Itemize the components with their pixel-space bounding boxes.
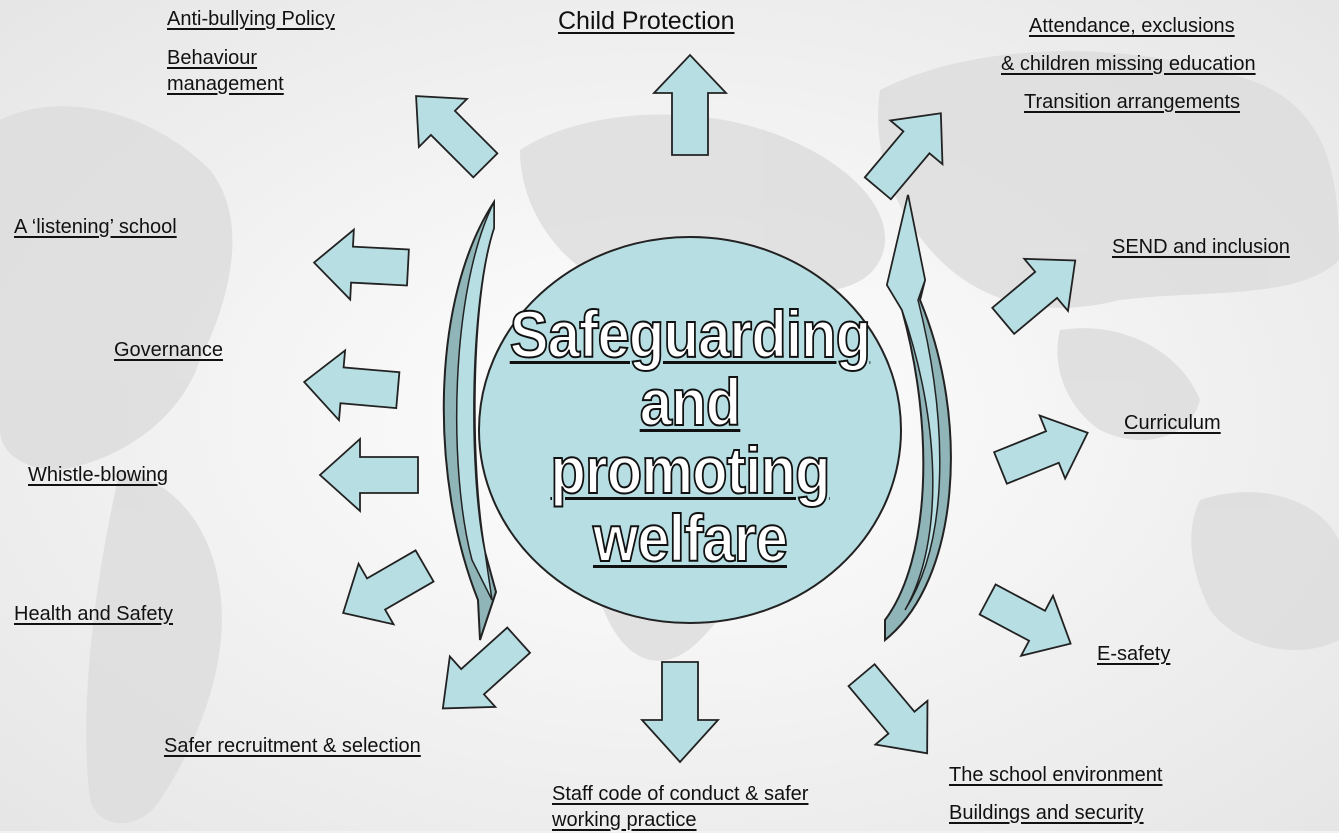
arrow-environment bbox=[847, 662, 929, 755]
label-whistle-blowing: Whistle-blowing bbox=[28, 464, 169, 486]
label-health-safety: Health and Safety bbox=[14, 603, 173, 625]
label-behaviour-line-1: Behaviour bbox=[167, 47, 258, 69]
center-circle bbox=[478, 236, 902, 624]
arrow-child-protection bbox=[651, 53, 729, 156]
left-curved-arrow-face bbox=[455, 201, 495, 601]
label-listening: A ‘listening’ school bbox=[14, 216, 177, 238]
label-attendance-line-1: Attendance, exclusions bbox=[1029, 15, 1235, 37]
label-governance: Governance bbox=[114, 339, 223, 361]
label-send: SEND and inclusion bbox=[1112, 236, 1290, 258]
arrow-curriculum bbox=[992, 413, 1089, 485]
arrow-governance bbox=[302, 348, 401, 423]
arrow-listening bbox=[312, 227, 410, 302]
label-safer-recruitment: Safer recruitment & selection bbox=[164, 735, 421, 757]
label-staff-code-line-1: Staff code of conduct & safer bbox=[552, 783, 809, 805]
center-title: Safeguarding and promoting welfare bbox=[505, 297, 875, 575]
arrow-esafety bbox=[978, 583, 1072, 658]
center-title-line-2: and promoting bbox=[550, 365, 832, 507]
right-curved-arrow-face bbox=[886, 194, 941, 611]
label-school-environment: The school environment bbox=[949, 764, 1163, 786]
label-transition: Transition arrangements bbox=[1024, 91, 1241, 113]
label-behaviour: Behaviour management bbox=[167, 45, 284, 97]
label-staff-code-line-2: working practice bbox=[552, 809, 697, 831]
label-anti-bullying: Anti-bullying Policy bbox=[167, 8, 335, 30]
arrow-attendance bbox=[863, 112, 944, 201]
arrow-whistle bbox=[318, 436, 419, 514]
arrow-health bbox=[342, 549, 435, 626]
label-behaviour-line-2: management bbox=[167, 73, 284, 95]
label-attendance-line-2: & children missing education bbox=[1001, 53, 1256, 75]
label-child-protection: Child Protection bbox=[558, 7, 735, 35]
label-buildings-security: Buildings and security bbox=[949, 802, 1144, 824]
arrow-send bbox=[991, 257, 1077, 336]
arrow-recruitment bbox=[441, 626, 532, 710]
arrow-anti-bullying bbox=[415, 95, 499, 179]
label-staff-code: Staff code of conduct & safer working pr… bbox=[552, 781, 808, 833]
arrow-staff-code bbox=[639, 661, 721, 764]
center-title-line-1: Safeguarding bbox=[509, 297, 872, 371]
label-esafety: E-safety bbox=[1097, 643, 1171, 665]
label-curriculum: Curriculum bbox=[1124, 412, 1221, 434]
center-title-line-3: welfare bbox=[592, 501, 789, 575]
